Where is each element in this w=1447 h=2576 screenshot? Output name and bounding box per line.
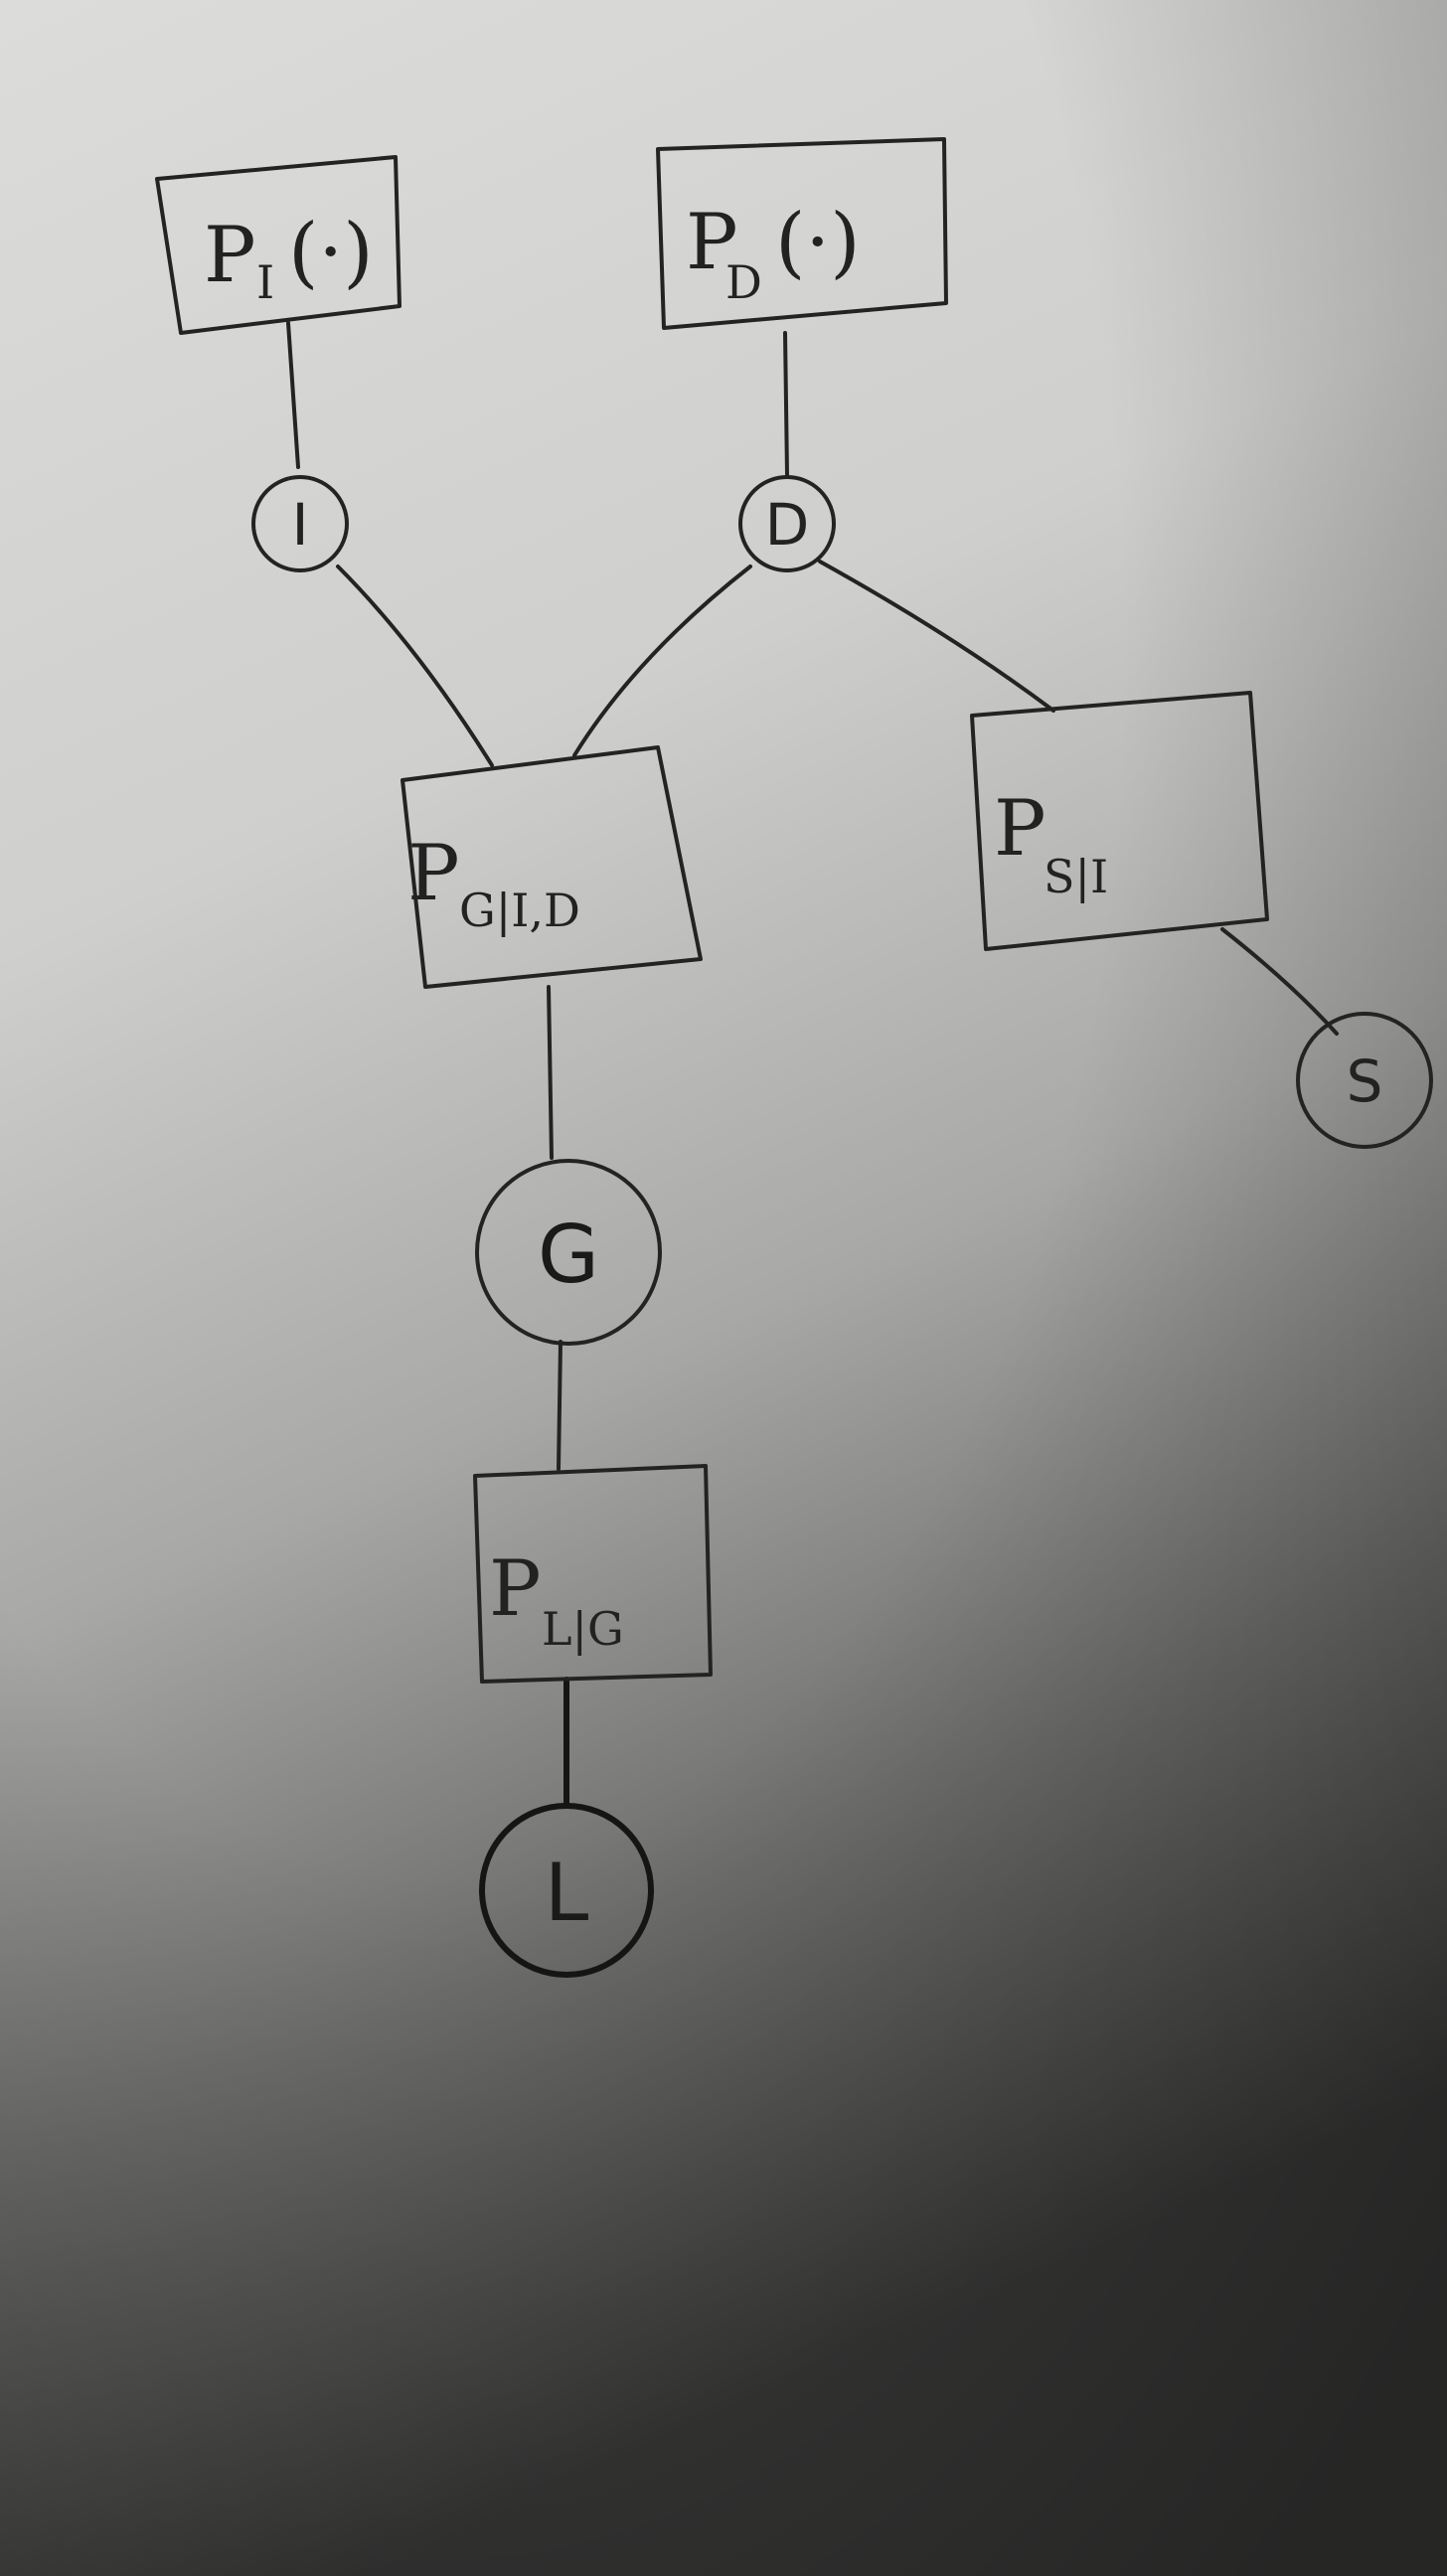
variable-circle [251,475,349,572]
factor-box [473,1464,713,1684]
factor-subscript: G|I,D [459,884,580,937]
factor-subscript: I [256,255,274,309]
variable-label: I [291,491,308,559]
factor-argument: (·) [288,208,374,297]
variable-label: G [538,1208,599,1301]
variable-s: S [1296,1012,1433,1149]
factor-main-letter: P [407,829,459,918]
factor-main-letter: P [686,198,737,287]
factor-argument: (·) [775,198,861,287]
factor-p-gid: P G|I,D [401,745,703,989]
variable-label: D [765,491,810,559]
edge-pi-to-i [286,321,300,469]
factor-main-letter: P [489,1544,541,1634]
variable-g: G [475,1159,662,1346]
variable-circle [738,475,836,572]
factor-p-si: P S|I [970,691,1269,951]
variable-circle [1296,1012,1433,1149]
edge-pd-to-d [783,331,789,477]
variable-label: L [545,1847,589,1939]
variable-l: L [479,1803,654,1978]
edges [286,321,1339,1807]
factor-main-letter: P [994,784,1045,874]
factor-box [155,155,402,335]
variable-d: D [738,475,836,572]
edge-i-to-pgid [336,564,494,767]
factor-main-letter: P [204,211,255,300]
factor-subscript: L|G [542,1602,624,1656]
edge-psi-to-s [1220,927,1339,1036]
variable-circle [479,1803,654,1978]
variable-circle [475,1159,662,1346]
factor-box [970,691,1269,951]
factor-p-d: P D (·) [656,137,948,330]
variable-i: I [251,475,349,572]
variable-label: S [1347,1047,1383,1115]
factor-subscript: D [725,255,762,309]
edge-d-to-pgid [572,564,752,757]
factor-subscript: S|I [1044,850,1108,903]
edge-g-to-plg [557,1340,563,1471]
edge-pgid-to-g [547,985,554,1160]
factor-p-lg: P L|G [473,1464,713,1684]
edge-d-to-psi [818,560,1055,713]
factor-p-i: P I (·) [155,155,402,335]
factor-box [656,137,948,330]
factor-box [401,745,703,989]
